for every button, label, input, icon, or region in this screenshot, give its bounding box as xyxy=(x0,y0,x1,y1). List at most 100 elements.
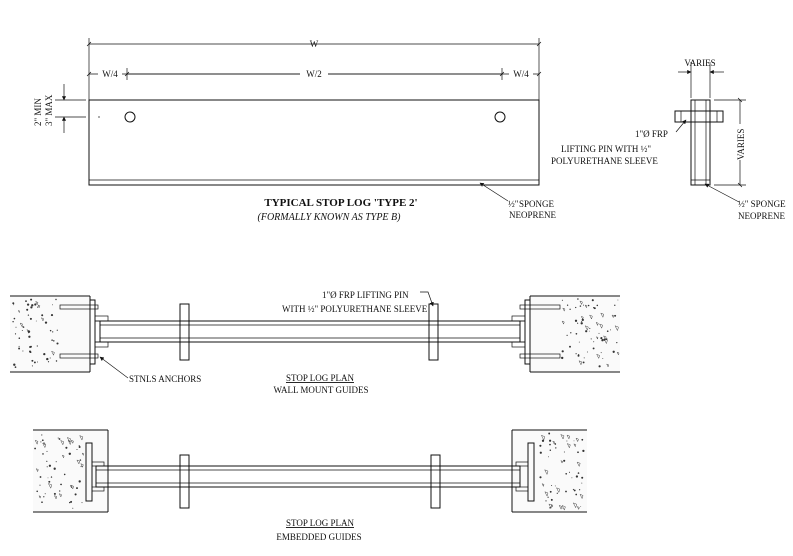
concrete-speck xyxy=(606,330,609,333)
concrete-speck xyxy=(575,475,579,478)
concrete-speck xyxy=(549,507,551,509)
concrete-speck xyxy=(549,449,552,451)
concrete-speck xyxy=(551,485,553,486)
concrete-speck xyxy=(28,335,31,338)
concrete-speck xyxy=(56,342,59,345)
concrete-speck xyxy=(580,505,582,507)
concrete-speck xyxy=(584,304,588,309)
concrete-speck xyxy=(43,352,46,356)
dim-half: W/2 xyxy=(306,69,322,79)
concrete-speck xyxy=(600,337,603,340)
concrete-speck xyxy=(31,304,34,307)
lifting-pin-embed-right xyxy=(430,454,441,509)
concrete-speck xyxy=(556,492,558,494)
concrete-speck xyxy=(76,459,81,465)
concrete-speck xyxy=(602,358,604,360)
stop-log-plan-wall xyxy=(99,320,521,343)
concrete-speck xyxy=(574,319,578,322)
concrete-speck xyxy=(572,488,574,491)
concrete-speck xyxy=(614,314,617,317)
concrete-speck xyxy=(555,487,561,494)
concrete-speck xyxy=(555,447,557,449)
concrete-speck xyxy=(48,480,51,483)
concrete-speck xyxy=(22,326,25,328)
concrete-speck xyxy=(36,490,38,493)
elevation-subtitle: (FORMALLY KNOWN AS TYPE B) xyxy=(258,212,402,223)
concrete-speck xyxy=(563,459,566,462)
concrete-speck xyxy=(600,352,602,354)
concrete-speck xyxy=(577,451,579,454)
concrete-wall-left xyxy=(10,296,90,372)
concrete-speck xyxy=(539,476,542,479)
concrete-speck xyxy=(561,356,564,360)
concrete-speck xyxy=(581,438,584,441)
concrete-speck xyxy=(614,325,619,332)
concrete-speck xyxy=(565,490,567,493)
concrete-speck xyxy=(545,500,547,502)
anchor-left-top xyxy=(59,304,99,310)
dim-section-width: VARIES xyxy=(684,58,715,68)
concrete-speck xyxy=(583,357,585,359)
concrete-speck xyxy=(603,338,608,345)
concrete-speck xyxy=(566,334,568,336)
dim-quarter-left: W/4 xyxy=(102,69,118,79)
concrete-speck xyxy=(549,439,552,442)
concrete-speck xyxy=(581,482,583,484)
concrete-speck xyxy=(34,447,36,450)
concrete-speck xyxy=(18,345,20,347)
concrete-speck xyxy=(560,460,563,464)
concrete-speck xyxy=(573,440,575,442)
concrete-speck xyxy=(580,315,584,320)
concrete-speck xyxy=(42,453,44,455)
concrete-speck xyxy=(65,446,68,449)
plan-pin-line2: WITH ½" POLYURETHANE SLEEVE xyxy=(282,304,428,314)
concrete-speck xyxy=(592,347,595,350)
concrete-speck xyxy=(572,502,578,509)
concrete-speck xyxy=(53,467,56,470)
concrete-speck xyxy=(548,503,553,509)
concrete-speck xyxy=(40,317,44,322)
concrete-speck xyxy=(568,471,571,473)
concrete-speck xyxy=(589,314,593,320)
concrete-speck xyxy=(49,357,51,359)
concrete-speck xyxy=(562,507,564,509)
stop-log-elevation xyxy=(88,99,540,186)
stop-log-section xyxy=(690,99,711,186)
concrete-speck xyxy=(76,448,78,451)
concrete-speck xyxy=(562,307,566,312)
concrete-speck xyxy=(12,302,15,305)
dim-section-height: VARIES xyxy=(736,129,746,160)
concrete-speck xyxy=(35,468,39,473)
concrete-speck xyxy=(582,449,585,453)
concrete-speck xyxy=(57,437,59,439)
concrete-speck xyxy=(60,483,62,486)
concrete-speck xyxy=(547,496,549,498)
concrete-speck xyxy=(561,505,566,511)
elevation-view: W W/4 W/2 W/4 2" MIN 3" MAX ½" SPONGE NE… xyxy=(33,38,557,223)
concrete-embed-left xyxy=(33,430,108,512)
lifting-pin-section xyxy=(674,110,724,123)
concrete-speck xyxy=(31,365,33,367)
concrete-speck xyxy=(595,336,599,340)
concrete-speck xyxy=(575,493,578,496)
concrete-speck xyxy=(582,304,585,306)
concrete-speck xyxy=(51,339,53,341)
concrete-speck xyxy=(14,333,17,335)
concrete-speck xyxy=(611,314,615,319)
concrete-speck xyxy=(30,298,33,301)
concrete-speck xyxy=(540,434,546,441)
section-sponge-line1: ½" SPONGE xyxy=(738,199,786,209)
neoprene-label: NEOPRENE xyxy=(509,210,557,220)
concrete-speck xyxy=(80,463,84,468)
concrete-speck xyxy=(59,490,61,492)
concrete-wall-right xyxy=(530,296,620,372)
section-sponge-line2: NEOPRENE xyxy=(738,211,786,221)
concrete-speck xyxy=(46,460,48,462)
concrete-speck xyxy=(548,456,549,458)
concrete-speck xyxy=(577,354,580,357)
concrete-speck xyxy=(39,476,42,478)
concrete-speck xyxy=(58,438,61,440)
dim-max: 3" MAX xyxy=(44,94,54,126)
section-pin-line2: LIFTING PIN WITH ½" xyxy=(561,144,651,154)
lifting-pin-hole-left xyxy=(124,111,136,123)
